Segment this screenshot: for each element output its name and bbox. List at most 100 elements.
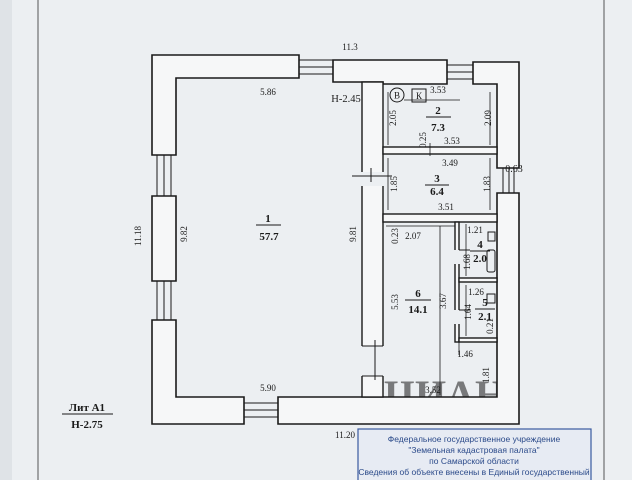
dim-r5-right: 0.21 (485, 318, 495, 334)
door-5 (454, 310, 460, 324)
wall-bottom-right (277, 192, 520, 425)
wall-5-bottom (458, 337, 498, 343)
room-1-dimensions: 5.86 5.90 9.82 9.81 Н-2.45 (179, 87, 361, 393)
dim-r1-right: 9.81 (348, 226, 358, 242)
room-marks: В К (389, 87, 427, 103)
room-4-5-dimensions: 1.21 1.68 1.26 1.64 0.21 1.46 (457, 225, 495, 359)
room-5-number: 5 (482, 297, 488, 309)
wall-top-left (151, 54, 300, 156)
dim-r1-left: 9.82 (179, 226, 189, 242)
window-right (502, 168, 515, 193)
dim-r2-top: 3.53 (430, 85, 446, 95)
door-4 (454, 250, 460, 264)
window-top-1 (299, 59, 333, 75)
dim-r3-bottom: 3.51 (438, 202, 454, 212)
fixtures (486, 231, 496, 304)
dim-r2-bottom: 3.53 (444, 136, 460, 146)
dim-r2-left: 2.05 (388, 110, 398, 126)
dim-r1-top: 5.86 (260, 87, 276, 97)
stamp-line-3: по Самарской области (429, 456, 519, 466)
dim-r6-023: 0.23 (390, 228, 400, 244)
wall-top-right (472, 61, 520, 169)
stamp-line-4: Сведения об объекте внесены в Единый гос… (358, 467, 590, 477)
dim-r6-right-lower: 1.81 (481, 367, 491, 383)
dim-r6-bottom: 3.52 (425, 385, 441, 395)
liter-label: Лит А1 Н-2.75 (62, 402, 113, 431)
dim-left-total: 11.18 (133, 226, 143, 246)
dim-r4-left: 1.68 (462, 254, 472, 270)
room-1-number: 1 (265, 213, 271, 225)
door-marks (352, 168, 470, 380)
room-2-dimensions: 3.53 2.05 2.09 3.53 0.25 (388, 85, 493, 148)
dim-r3-side: 0.63 (505, 164, 523, 175)
wall-top-middle (332, 59, 448, 85)
height-mark: Н-2.45 (331, 94, 360, 105)
dim-r5-bottom: 1.46 (457, 349, 473, 359)
room-6-label: 6 14.1 (405, 288, 431, 316)
room-3-dimensions: 3.49 0.63 1.85 1.83 3.51 (389, 158, 523, 212)
wall-3-6 (382, 213, 498, 223)
stamp-line-2: "Земельная кадастровая палата" (408, 445, 539, 455)
dim-top-total: 11.3 (342, 42, 358, 52)
windows (156, 59, 515, 418)
dim-r6-left: 5.53 (390, 294, 400, 310)
stamp-line-1: Федеральное государственное учреждение (388, 434, 561, 444)
room-1-label: 1 57.7 (256, 213, 281, 243)
cadastral-stamp: Федеральное государственное учреждение "… (357, 428, 592, 480)
room-4-number: 4 (477, 239, 483, 251)
room-labels: 1 57.7 2 7.3 3 6.4 4 2.0 5 2.1 6 14.1 (256, 105, 495, 323)
room-2-label: 2 7.3 (426, 105, 451, 134)
dim-r3-right: 1.83 (482, 176, 492, 192)
dim-r3-top: 3.49 (442, 158, 458, 168)
room-1-area: 57.7 (259, 231, 279, 243)
dim-r3-left: 1.85 (389, 176, 399, 192)
room-5-area: 2.1 (478, 311, 492, 323)
stamp-frame (357, 428, 592, 480)
wall-4-5 (458, 277, 498, 283)
window-bottom (244, 402, 278, 418)
liter-name: Лит А1 (69, 402, 105, 414)
room-6-dimensions: 0.23 2.07 5.53 3.67 3.52 1.81 (390, 228, 491, 395)
mark-k-box (411, 88, 427, 103)
wall-left-bottom (151, 319, 245, 425)
wall-2-3 (382, 146, 498, 155)
dim-r1-bottom: 5.90 (260, 383, 276, 393)
dim-r5-top: 1.26 (468, 287, 484, 297)
room-3-number: 3 (434, 173, 440, 185)
wall-left-middle (151, 195, 177, 282)
room-6-area: 14.1 (408, 304, 427, 316)
room-2-number: 2 (435, 105, 441, 117)
dimension-lines (386, 92, 491, 395)
dim-wall-025: 0.25 (418, 132, 428, 148)
mark-k: К (416, 91, 423, 101)
door-openings (361, 172, 460, 376)
dim-r6-207: 2.07 (405, 231, 421, 241)
room-3-area: 6.4 (430, 186, 444, 198)
interior-walls (361, 81, 498, 398)
room-5-label: 5 2.1 (475, 297, 495, 323)
door-1-6 (361, 346, 384, 376)
room-4-label: 4 2.0 (470, 239, 490, 265)
dim-r2-right: 2.09 (483, 110, 493, 126)
mark-b-circle (389, 87, 405, 103)
liter-height: Н-2.75 (71, 419, 103, 431)
window-left-2 (156, 281, 172, 320)
wall-divider-vertical (361, 81, 384, 398)
room-3-label: 3 6.4 (425, 173, 449, 198)
bathtub-icon (486, 249, 496, 273)
overall-dimensions: 11.3 11.20 11.18 (133, 42, 358, 440)
room-4-area: 2.0 (473, 253, 487, 265)
door-1-3 (361, 172, 384, 186)
dim-bottom-total: 11.20 (335, 430, 355, 440)
window-top-2 (447, 64, 473, 80)
dim-r6-367: 3.67 (438, 293, 448, 309)
dim-r5-left: 1.64 (463, 304, 473, 320)
window-left (156, 155, 172, 196)
paper-left-strip (0, 0, 12, 480)
room-2-area: 7.3 (431, 122, 445, 134)
toilet-icon (486, 293, 496, 304)
mark-b: В (394, 91, 400, 101)
washbasin-icon (487, 231, 496, 242)
dim-r4-top: 1.21 (467, 225, 483, 235)
